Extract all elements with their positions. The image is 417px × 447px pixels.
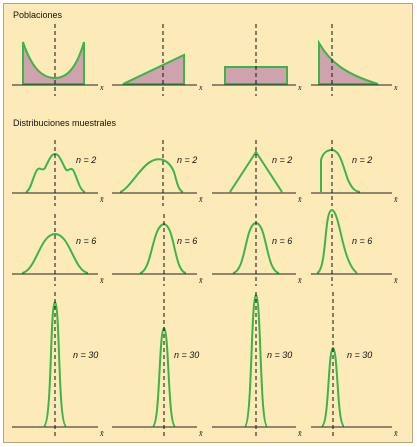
sampling-curve-col4-n6 xyxy=(316,208,358,274)
sampling-row-n6: n = 6 n = 6 n = 6 n = 6 x̄ x̄ x̄ x̄ xyxy=(12,208,398,286)
xbar-label-col4-n30: x̄ xyxy=(393,429,398,438)
n-label-col3-n30: n = 30 xyxy=(267,350,292,360)
xbar-label-col2-n6: x̄ xyxy=(198,276,203,285)
population-3-axis-label: x xyxy=(297,83,302,92)
population-4-axis-label: x xyxy=(393,83,398,92)
population-u-shaped-curve xyxy=(22,41,85,85)
n-label-col1-n6: n = 6 xyxy=(76,236,96,246)
sampling-curve-col4-n2 xyxy=(320,148,361,193)
n-label-col3-n6: n = 6 xyxy=(272,236,292,246)
xbar-label-col2-n2: x̄ xyxy=(198,195,203,204)
sampling-curve-col1-n6 xyxy=(21,232,89,274)
xbar-label-col1-n6: x̄ xyxy=(99,276,104,285)
n-label-col3-n2: n = 2 xyxy=(272,155,292,165)
population-exponential: x xyxy=(311,24,398,96)
sampling-curve-col2-n2 xyxy=(119,158,184,193)
population-uniform: x xyxy=(212,24,302,96)
sampling-curve-col3-n2 xyxy=(229,150,283,193)
sampling-distributions-title: Distribuciones muestrales xyxy=(13,118,117,128)
n-label-col1-n2: n = 2 xyxy=(76,155,96,165)
xbar-label-col3-n30: x̄ xyxy=(297,429,302,438)
n-label-col4-n30: n = 30 xyxy=(347,350,372,360)
n-label-col2-n2: n = 2 xyxy=(177,155,197,165)
population-2-axis-label: x xyxy=(198,83,203,92)
xbar-label-col4-n6: x̄ xyxy=(393,276,398,285)
xbar-label-col2-n30: x̄ xyxy=(198,429,203,438)
sampling-row-n2: n = 2 n = 2 n = 2 n = 2 x̄ x̄ x̄ x̄ xyxy=(12,140,398,206)
xbar-label-col1-n30: x̄ xyxy=(99,429,104,438)
n-label-col1-n30: n = 30 xyxy=(73,350,98,360)
population-right-triangular: x xyxy=(112,24,203,96)
n-label-col2-n6: n = 6 xyxy=(177,236,197,246)
xbar-label-col3-n6: x̄ xyxy=(297,276,302,285)
sampling-row-n30: n = 30 n = 30 n = 30 n = 30 x̄ x̄ x̄ x̄ xyxy=(12,292,398,438)
population-1-axis-label: x xyxy=(99,83,104,92)
xbar-label-col3-n2: x̄ xyxy=(297,195,302,204)
sampling-curve-col2-n6 xyxy=(139,222,187,274)
n-label-col4-n6: n = 6 xyxy=(352,236,372,246)
xbar-label-col4-n2: x̄ xyxy=(393,195,398,204)
population-exponential-curve xyxy=(318,39,379,85)
n-label-col2-n30: n = 30 xyxy=(174,350,199,360)
xbar-label-col1-n2: x̄ xyxy=(99,195,104,204)
population-u-shaped: x xyxy=(12,24,104,96)
populations-title: Poblaciones xyxy=(13,10,63,20)
n-label-col4-n2: n = 2 xyxy=(352,155,372,165)
population-triangular-curve xyxy=(122,53,185,85)
